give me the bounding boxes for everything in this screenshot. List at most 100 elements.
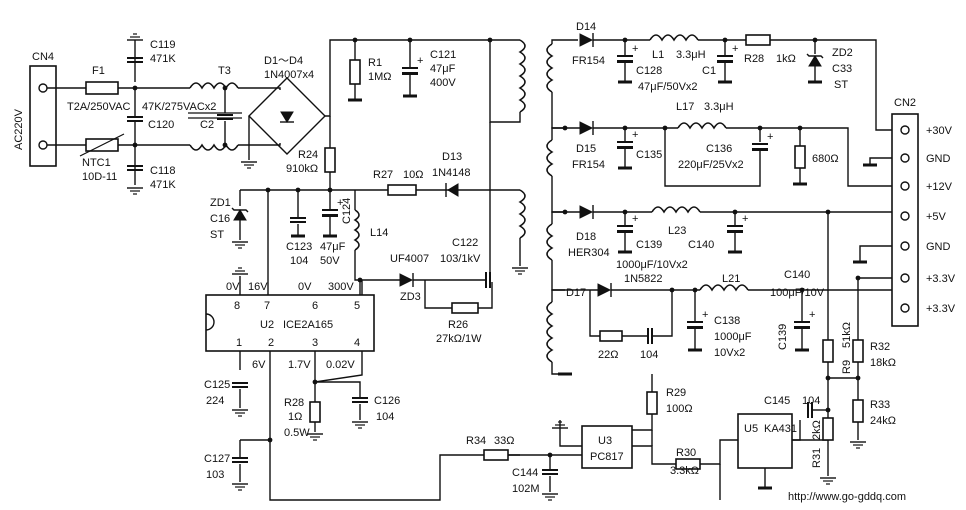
d15-value: FR154: [572, 159, 605, 171]
ic-pin-4: 4: [354, 337, 360, 349]
c1-label: C1: [702, 65, 716, 77]
r1-value: 1MΩ: [368, 71, 392, 83]
c126-label: C126: [374, 395, 400, 407]
ic-volt-pin1: 6V: [252, 359, 266, 371]
c124-label: C124: [341, 198, 353, 224]
cn4-label: CN4: [32, 51, 54, 63]
r9-label: R9: [841, 360, 853, 374]
zd2-st: ST: [834, 79, 848, 91]
r680-label: 680Ω: [812, 153, 839, 165]
cn2-pin-5: GND: [926, 241, 951, 253]
c128-value: 47μF/50Vx2: [638, 81, 698, 93]
l14-label: L14: [370, 227, 388, 239]
c144-value: 102M: [512, 483, 540, 495]
input-wiring: [47, 33, 520, 195]
cn2-pin-7: +3.3V: [926, 303, 956, 315]
c140-label: C140: [688, 239, 714, 251]
ac-input-label: AC220V: [13, 108, 25, 150]
u3-label: U3: [598, 435, 612, 447]
cn2-pin-hole: [900, 273, 910, 283]
r26-label: R26: [448, 319, 468, 331]
c145-label: C145: [764, 395, 790, 407]
c138-voltage: 10Vx2: [714, 347, 745, 359]
r30-label: R30: [676, 447, 696, 459]
r22-label: 22Ω: [598, 349, 618, 361]
ic-pin-3: 3: [312, 337, 318, 349]
r32-value: 18kΩ: [870, 357, 896, 369]
c124-voltage: 50V: [320, 255, 340, 267]
r33-label: R33: [870, 399, 890, 411]
cn2-pin-hole: [900, 241, 910, 251]
cn2-pin-4: +5V: [926, 211, 947, 223]
r28b-value: 1kΩ: [776, 53, 796, 65]
c127-label: C127: [204, 453, 230, 465]
zd3-label: ZD3: [400, 291, 421, 303]
d15-label: D15: [576, 143, 596, 155]
cn2-label: CN2: [894, 97, 916, 109]
l23-label: L23: [668, 225, 686, 237]
d17-label: D17: [566, 287, 586, 299]
r31-label: R31: [811, 448, 823, 468]
cx-value: 47K/275VACx2: [142, 101, 216, 113]
cn2-pin-hole: [900, 153, 910, 163]
c123-label: C123: [286, 241, 312, 253]
secondary-wiring: [546, 33, 892, 376]
r30-value: 3.3kΩ: [670, 465, 699, 477]
r34-label: R34: [466, 435, 486, 447]
d18-label: D18: [576, 231, 596, 243]
c140b-value: 100μF/10V: [770, 287, 825, 299]
r28-label: R28: [284, 397, 304, 409]
d18-value: HER304: [568, 247, 610, 259]
ic-volt-pin7: 16V: [248, 281, 268, 293]
u5-label: U5: [744, 423, 758, 435]
c2-label: C2: [200, 119, 214, 131]
l1-label: L1: [652, 49, 664, 61]
ic-volt-pin4: 0.02V: [326, 359, 355, 371]
primary-wiring: [231, 37, 529, 314]
bridge-value: 1N4007x4: [264, 69, 314, 81]
f1-value: T2A/250VAC: [67, 101, 130, 113]
ic-u2: U2 ICE2A165 8 7 6 5 1 2 3 4 0V 16V 0V 30…: [205, 267, 480, 501]
c120-label: C120: [148, 119, 174, 131]
c126-value: 104: [376, 411, 394, 423]
t3-label: T3: [218, 65, 231, 77]
ic-pin-7: 7: [264, 300, 270, 312]
c136-value: 220μF/25Vx2: [678, 159, 744, 171]
connector-cn2: CN2 +30V GND +12V +5V GND +3.3V +3.3V: [891, 97, 956, 327]
d13-label: D13: [442, 151, 462, 163]
pc817-label: PC817: [590, 451, 624, 463]
r29-label: R29: [666, 387, 686, 399]
c119-label: C119: [150, 39, 175, 51]
c135-label: C135: [636, 149, 662, 161]
input-labels: F1 T2A/250VAC NTC1 10D-11 C119 471K C120…: [67, 39, 314, 191]
r31-value: 2kΩ: [811, 420, 823, 440]
r28-power: 0.5W: [284, 427, 310, 439]
cn2-pin-2: GND: [926, 153, 951, 165]
c139b-label: C139: [777, 324, 789, 350]
c124-value: 47μF: [320, 241, 346, 253]
ic-name: U2: [260, 319, 274, 331]
ka431-label: KA431: [764, 423, 797, 435]
secondary-labels: D14 FR154 L1 3.3μH C128 47μF/50Vx2 C1 R2…: [566, 21, 853, 361]
c139-label: C139: [636, 239, 662, 251]
ic-part: ICE2A165: [283, 319, 333, 331]
bridge-label: D1～D4: [264, 55, 303, 67]
c138-label: C138: [714, 315, 740, 327]
r26-value: 27kΩ/1W: [436, 333, 482, 345]
r33-value: 24kΩ: [870, 415, 896, 427]
ntc-label: NTC1: [82, 157, 111, 169]
ic-pin-2: 2: [268, 337, 274, 349]
feedback-labels: R9 51kΩ R32 18kΩ R33 24kΩ C145 104 R31 2…: [466, 322, 896, 495]
r28b-label: R28: [744, 53, 764, 65]
d14-value: FR154: [572, 55, 605, 67]
c104-label: 104: [640, 349, 658, 361]
l17-label: L17: [676, 101, 694, 113]
l17-value: 3.3μH: [704, 101, 734, 113]
c138-value: 1000μF: [714, 331, 752, 343]
c144-label: C144: [512, 467, 538, 479]
ic-volt-pin3: 1.7V: [288, 359, 311, 371]
r32-label: R32: [870, 341, 890, 353]
connector-cn4: CN4 AC220V: [13, 51, 57, 167]
r24-value: 910kΩ: [286, 163, 318, 175]
